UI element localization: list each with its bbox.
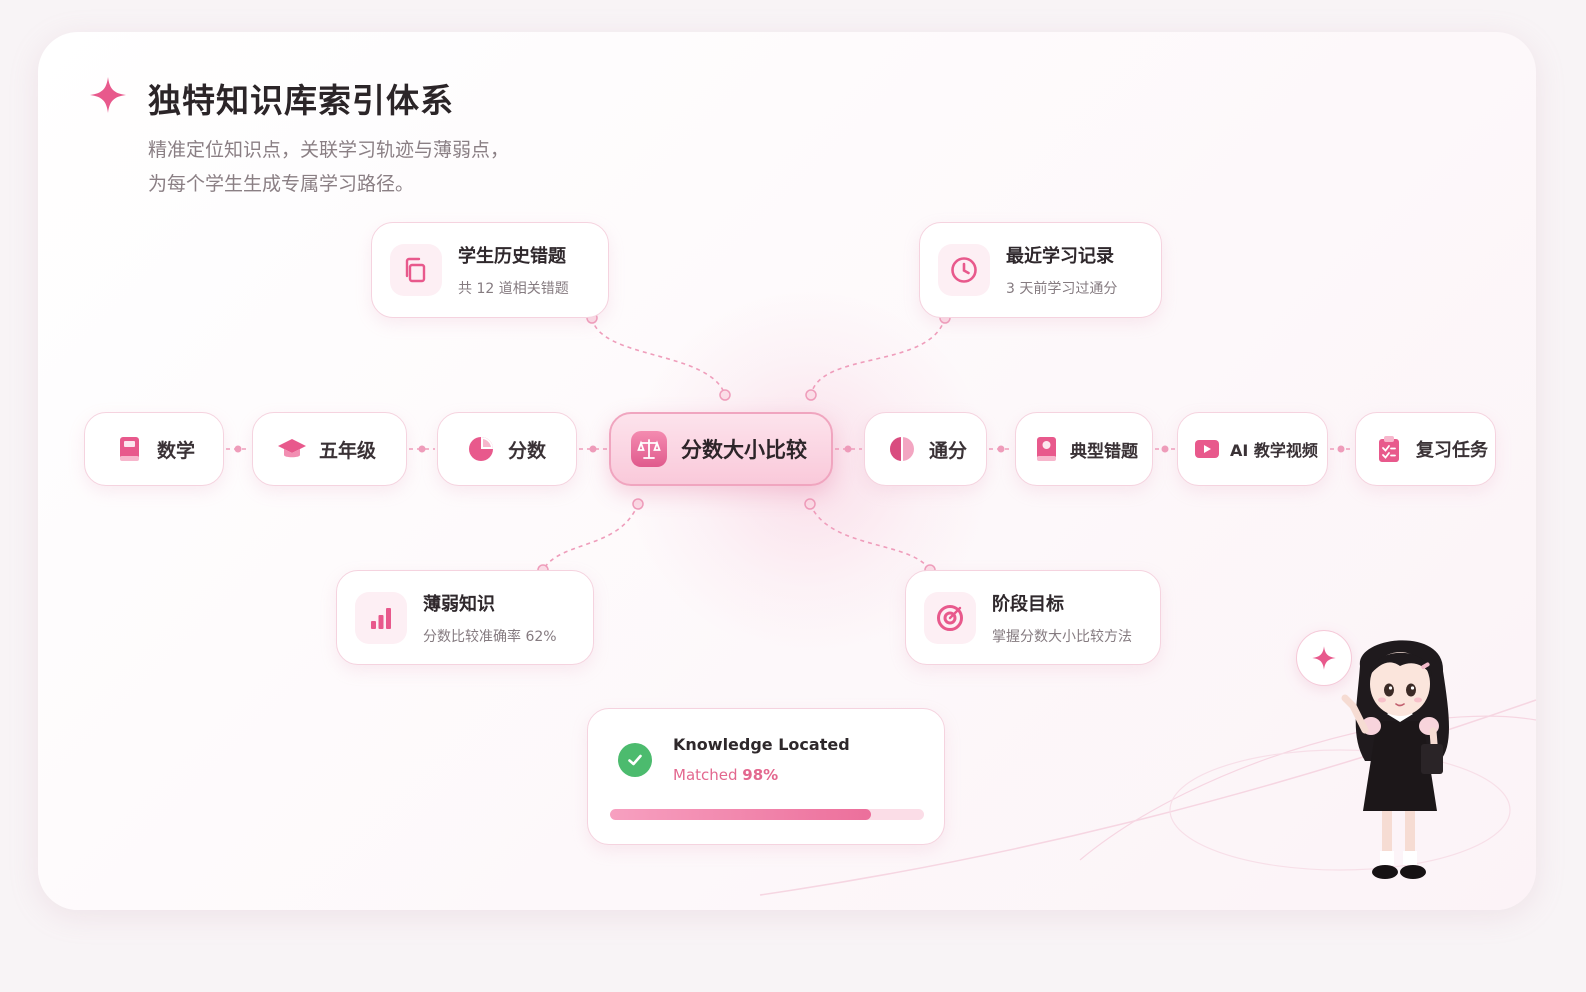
student-avatar-illustration bbox=[1341, 640, 1449, 879]
subtitle-line-2: 为每个学生生成专属学习路径。 bbox=[148, 173, 415, 195]
matched-percent: 98% bbox=[742, 766, 779, 784]
card-recent-study[interactable]: 最近学习记录 3 天前学习过通分 bbox=[919, 222, 1162, 318]
center-label: 分数大小比较 bbox=[681, 438, 807, 462]
pie-chart-icon bbox=[466, 434, 496, 464]
page-title: 独特知识库索引体系 bbox=[148, 81, 454, 120]
bar-chart-icon bbox=[355, 591, 407, 644]
page-subtitle: 精准定位知识点，关联学习轨迹与薄弱点， 为每个学生生成专属学习路径。 bbox=[148, 133, 509, 201]
card-title: 最近学习记录 bbox=[1006, 246, 1114, 267]
matched-prefix: Matched bbox=[673, 766, 743, 784]
card-detail: 共 12 道相关错题 bbox=[458, 281, 569, 297]
node-label: 通分 bbox=[929, 439, 968, 462]
checklist-icon bbox=[1374, 434, 1404, 464]
node-review-task[interactable]: 复习任务 bbox=[1355, 412, 1496, 486]
node-common-denominator[interactable]: 通分 bbox=[864, 412, 987, 486]
status-title: Knowledge Located bbox=[673, 735, 850, 754]
progress-bar bbox=[610, 809, 924, 820]
copy-icon bbox=[390, 244, 442, 296]
card-detail: 分数比较准确率 62% bbox=[423, 628, 557, 645]
card-stage-goal[interactable]: 阶段目标 掌握分数大小比较方法 bbox=[905, 570, 1161, 665]
card-title: 阶段目标 bbox=[992, 593, 1064, 615]
card-history-mistakes[interactable]: 学生历史错题 共 12 道相关错题 bbox=[371, 222, 609, 318]
clock-icon bbox=[938, 244, 990, 296]
node-fraction[interactable]: 分数 bbox=[437, 412, 577, 486]
node-center-topic[interactable]: 分数大小比较 bbox=[609, 412, 833, 486]
node-typical-mistakes[interactable]: 典型错题 bbox=[1015, 412, 1153, 486]
card-title: 薄弱知识 bbox=[423, 593, 495, 615]
notebook-icon bbox=[1032, 434, 1062, 464]
card-weak-knowledge[interactable]: 薄弱知识 分数比较准确率 62% bbox=[336, 570, 594, 665]
target-icon bbox=[924, 591, 976, 644]
sparkle-icon bbox=[90, 77, 126, 113]
knowledge-status-card: Knowledge Located Matched 98% bbox=[587, 708, 945, 845]
sparkle-bubble bbox=[1296, 630, 1352, 686]
node-grade-five[interactable]: 五年级 bbox=[252, 412, 407, 486]
subtitle-line-1: 精准定位知识点，关联学习轨迹与薄弱点， bbox=[148, 139, 510, 161]
card-detail: 3 天前学习过通分 bbox=[1006, 281, 1118, 297]
book-icon bbox=[115, 434, 145, 464]
node-label: AI 教学视频 bbox=[1230, 441, 1318, 460]
progress-bar-fill bbox=[610, 809, 871, 820]
sparkle-icon bbox=[1312, 646, 1336, 670]
graduation-cap-icon bbox=[277, 434, 307, 464]
status-matched: Matched 98% bbox=[673, 766, 778, 784]
half-circle-icon bbox=[887, 434, 917, 464]
scale-icon bbox=[631, 431, 667, 467]
card-title: 学生历史错题 bbox=[458, 246, 566, 267]
node-math[interactable]: 数学 bbox=[84, 412, 224, 486]
check-icon bbox=[618, 743, 652, 777]
card-detail: 掌握分数大小比较方法 bbox=[992, 628, 1132, 645]
node-label: 五年级 bbox=[319, 439, 377, 462]
play-video-icon bbox=[1192, 434, 1222, 464]
node-label: 分数 bbox=[508, 439, 547, 462]
node-label: 数学 bbox=[157, 439, 196, 462]
node-label: 典型错题 bbox=[1070, 441, 1138, 462]
node-ai-video[interactable]: AI 教学视频 bbox=[1177, 412, 1328, 486]
node-label: 复习任务 bbox=[1416, 440, 1488, 461]
